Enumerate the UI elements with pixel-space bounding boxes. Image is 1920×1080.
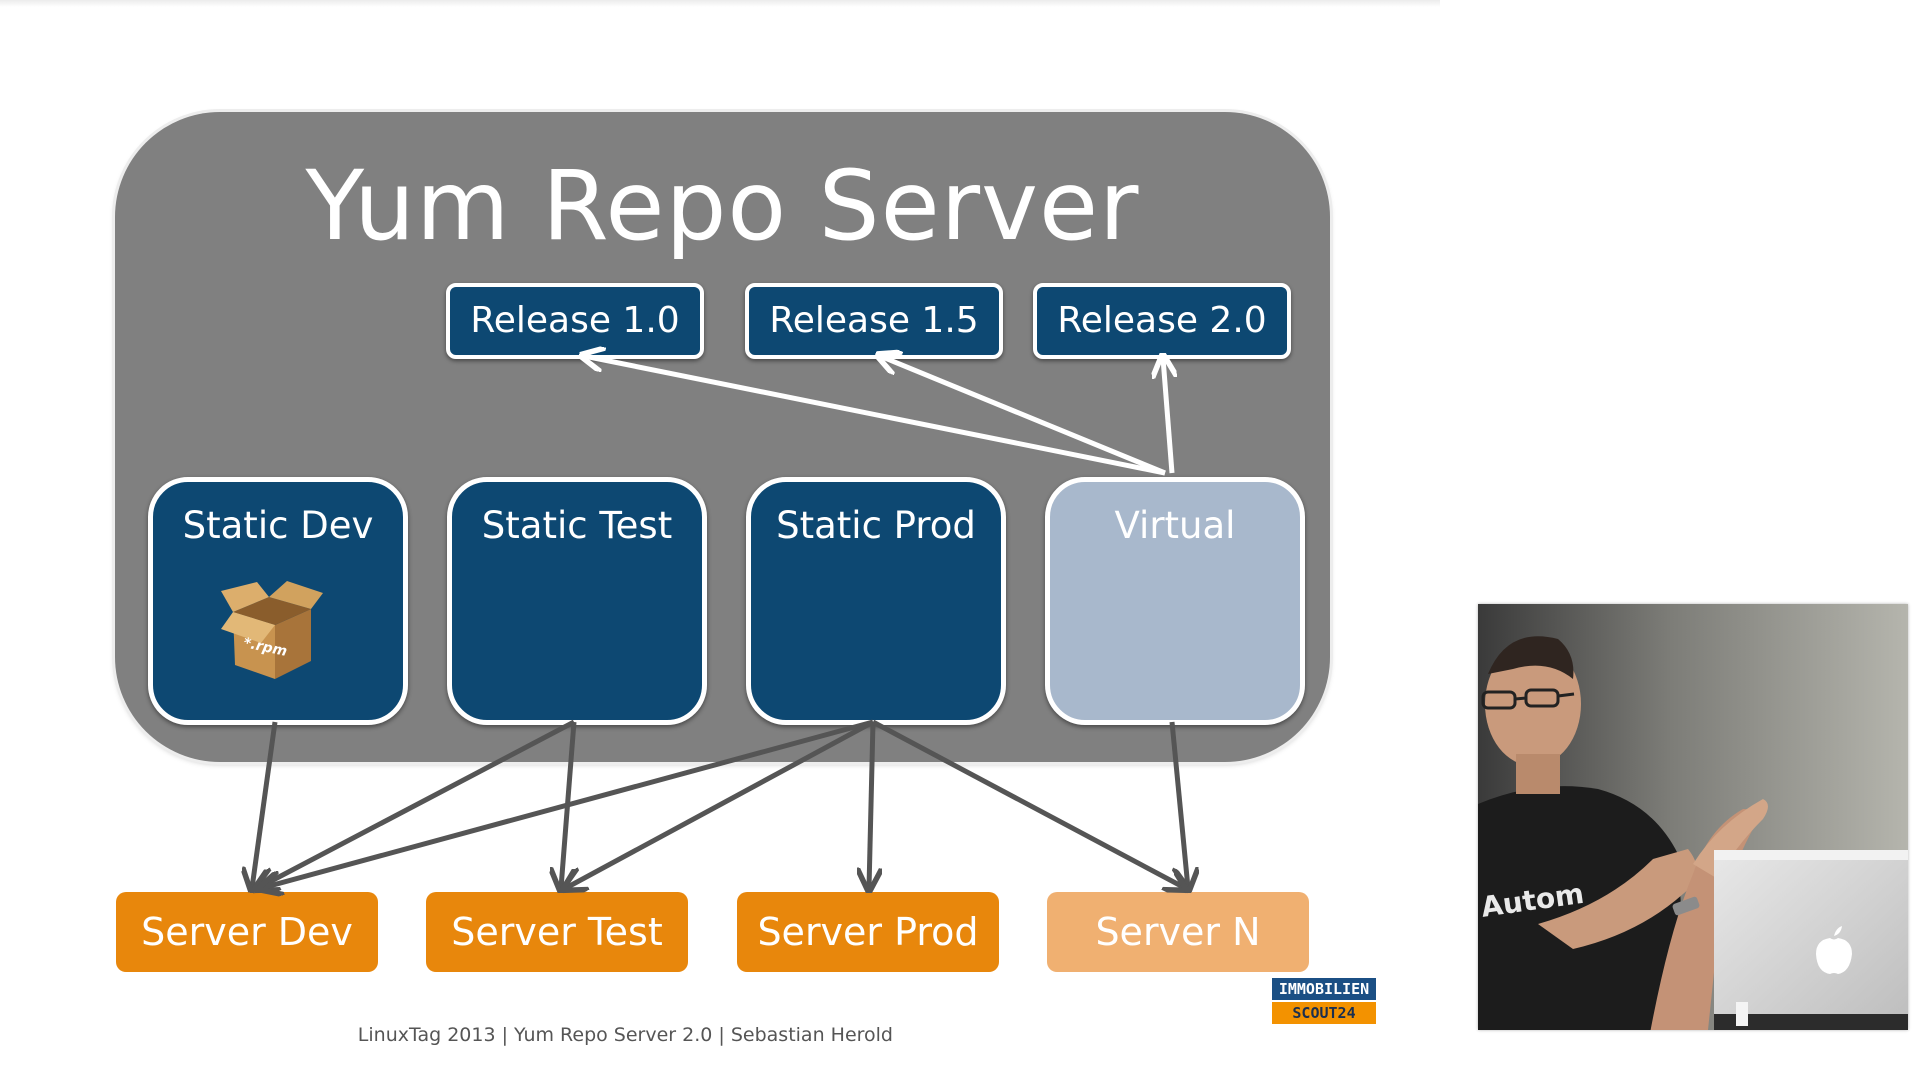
- slide: Yum Repo Server Release 1.0 Release 1.5 …: [0, 0, 1440, 1046]
- repo-label: Static Prod: [776, 504, 976, 547]
- server-dev: Server Dev: [116, 892, 378, 972]
- release-box-1-5: Release 1.5: [745, 283, 1003, 359]
- release-box-1-0: Release 1.0: [446, 283, 704, 359]
- presenter-video-inset: Autom: [1478, 604, 1908, 1030]
- laptop: [1714, 850, 1908, 1030]
- repo-static-prod: Static Prod: [746, 477, 1006, 725]
- repo-label: Static Dev: [182, 504, 374, 547]
- repo-static-dev: Static Dev *.rpm: [148, 477, 408, 725]
- immobilien-scout24-logo: IMMOBILIEN SCOUT24: [1272, 978, 1376, 1024]
- presenter-scene: Autom: [1478, 604, 1908, 1030]
- slide-footer: LinuxTag 2013 | Yum Repo Server 2.0 | Se…: [357, 1024, 893, 1046]
- server-n: Server N: [1047, 892, 1309, 972]
- logo-line-1: IMMOBILIEN: [1272, 978, 1376, 1000]
- panel-title: Yum Repo Server: [305, 150, 1140, 262]
- logo-line-2: SCOUT24: [1272, 1000, 1376, 1024]
- server-prod: Server Prod: [737, 892, 999, 972]
- repo-virtual: Virtual: [1045, 477, 1305, 725]
- server-test: Server Test: [426, 892, 688, 972]
- top-strip: [0, 0, 1440, 7]
- repo-label: Virtual: [1114, 504, 1236, 547]
- rpm-package-box-icon: *.rpm: [213, 577, 333, 687]
- repo-label: Static Test: [481, 504, 673, 547]
- repo-static-test: Static Test: [447, 477, 707, 725]
- release-box-2-0: Release 2.0: [1033, 283, 1291, 359]
- apple-logo-icon: [1816, 926, 1852, 974]
